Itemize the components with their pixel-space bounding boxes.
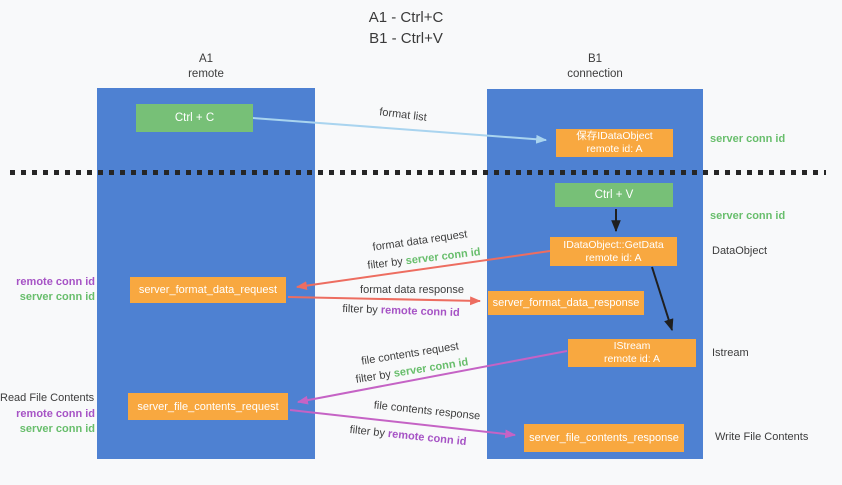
node-save-idataobject-line1: 保存IDataObject — [576, 130, 653, 142]
right-label-dataobject: DataObject — [712, 245, 768, 257]
lane-header-b1: B1 connection — [487, 52, 703, 82]
node-istream-line1: IStream — [613, 340, 651, 352]
node-ctrl-c: Ctrl + C — [136, 104, 253, 132]
right-label-server-conn-id-mid: server conn id — [710, 210, 786, 222]
arrow-file-contents-response — [289, 409, 517, 439]
left-label-server-conn-id-top: server conn id — [19, 290, 95, 303]
node-idataobject-getdata-line1: IDataObject::GetData — [563, 238, 664, 251]
left-label-remote-conn-id-bottom: remote conn id — [16, 408, 95, 420]
title-line-b1: B1 - Ctrl+V — [369, 30, 443, 47]
node-server-format-data-request-label: server_format_data_request — [138, 284, 278, 296]
arrow-format-list — [252, 117, 548, 144]
lane-a1-subtitle: remote — [188, 68, 224, 80]
right-label-write-file-contents: Write File Contents — [715, 431, 809, 443]
node-istream: IStream remote id: A — [568, 339, 696, 367]
node-server-file-contents-response: server_file_contents_response — [524, 424, 684, 452]
right-label-istream: Istream — [712, 347, 749, 359]
left-label-server-conn-id-bottom: server conn id — [19, 422, 95, 435]
node-server-file-contents-request: server_file_contents_request — [128, 393, 288, 420]
arrow-file-contents-request — [296, 350, 568, 405]
arrow-format-data-response — [287, 296, 482, 306]
node-server-format-data-response-label: server_format_data_response — [492, 297, 640, 309]
node-server-file-contents-request-label: server_file_contents_request — [137, 400, 279, 413]
arrow-format-data-request — [295, 250, 551, 290]
node-idataobject-getdata: IDataObject::GetData remote id: A — [550, 237, 677, 266]
right-label-server-conn-id-top: server conn id — [710, 133, 786, 145]
left-label-read-file-contents: Read File Contents — [0, 392, 95, 404]
lane-b1-title: B1 — [587, 53, 603, 65]
node-istream-line2: remote id: A — [603, 353, 661, 365]
lane-header-a1: A1 remote — [97, 52, 315, 82]
left-label-block-file: remote conn id server conn id — [0, 407, 95, 436]
node-server-format-data-response: server_format_data_response — [488, 291, 644, 315]
node-save-idataobject-line2: remote id: A — [586, 143, 643, 155]
lane-a1-title: A1 — [198, 53, 214, 65]
lane-b1-subtitle: connection — [567, 68, 623, 80]
node-idataobject-getdata-line2: remote id: A — [585, 251, 642, 264]
edge-label-format-data-response: format data response — [360, 284, 464, 296]
filter-by-text: filter by — [342, 302, 379, 317]
node-ctrl-v-label: Ctrl + V — [594, 189, 634, 201]
left-label-block-format: remote conn id server conn id — [0, 275, 95, 304]
node-server-format-data-request: server_format_data_request — [130, 277, 286, 303]
node-ctrl-v: Ctrl + V — [555, 183, 673, 207]
session-divider-dotted-line — [10, 170, 826, 175]
node-ctrl-c-label: Ctrl + C — [174, 112, 215, 124]
diagram-title: A1 - Ctrl+C B1 - Ctrl+V — [206, 7, 606, 49]
title-line-a1: A1 - Ctrl+C — [368, 9, 444, 26]
arrow-getdata-to-istream — [651, 266, 674, 332]
node-server-file-contents-response-label: server_file_contents_response — [529, 432, 679, 444]
node-save-idataobject: 保存IDataObject remote id: A — [556, 129, 673, 157]
left-label-remote-conn-id-top: remote conn id — [16, 276, 95, 288]
